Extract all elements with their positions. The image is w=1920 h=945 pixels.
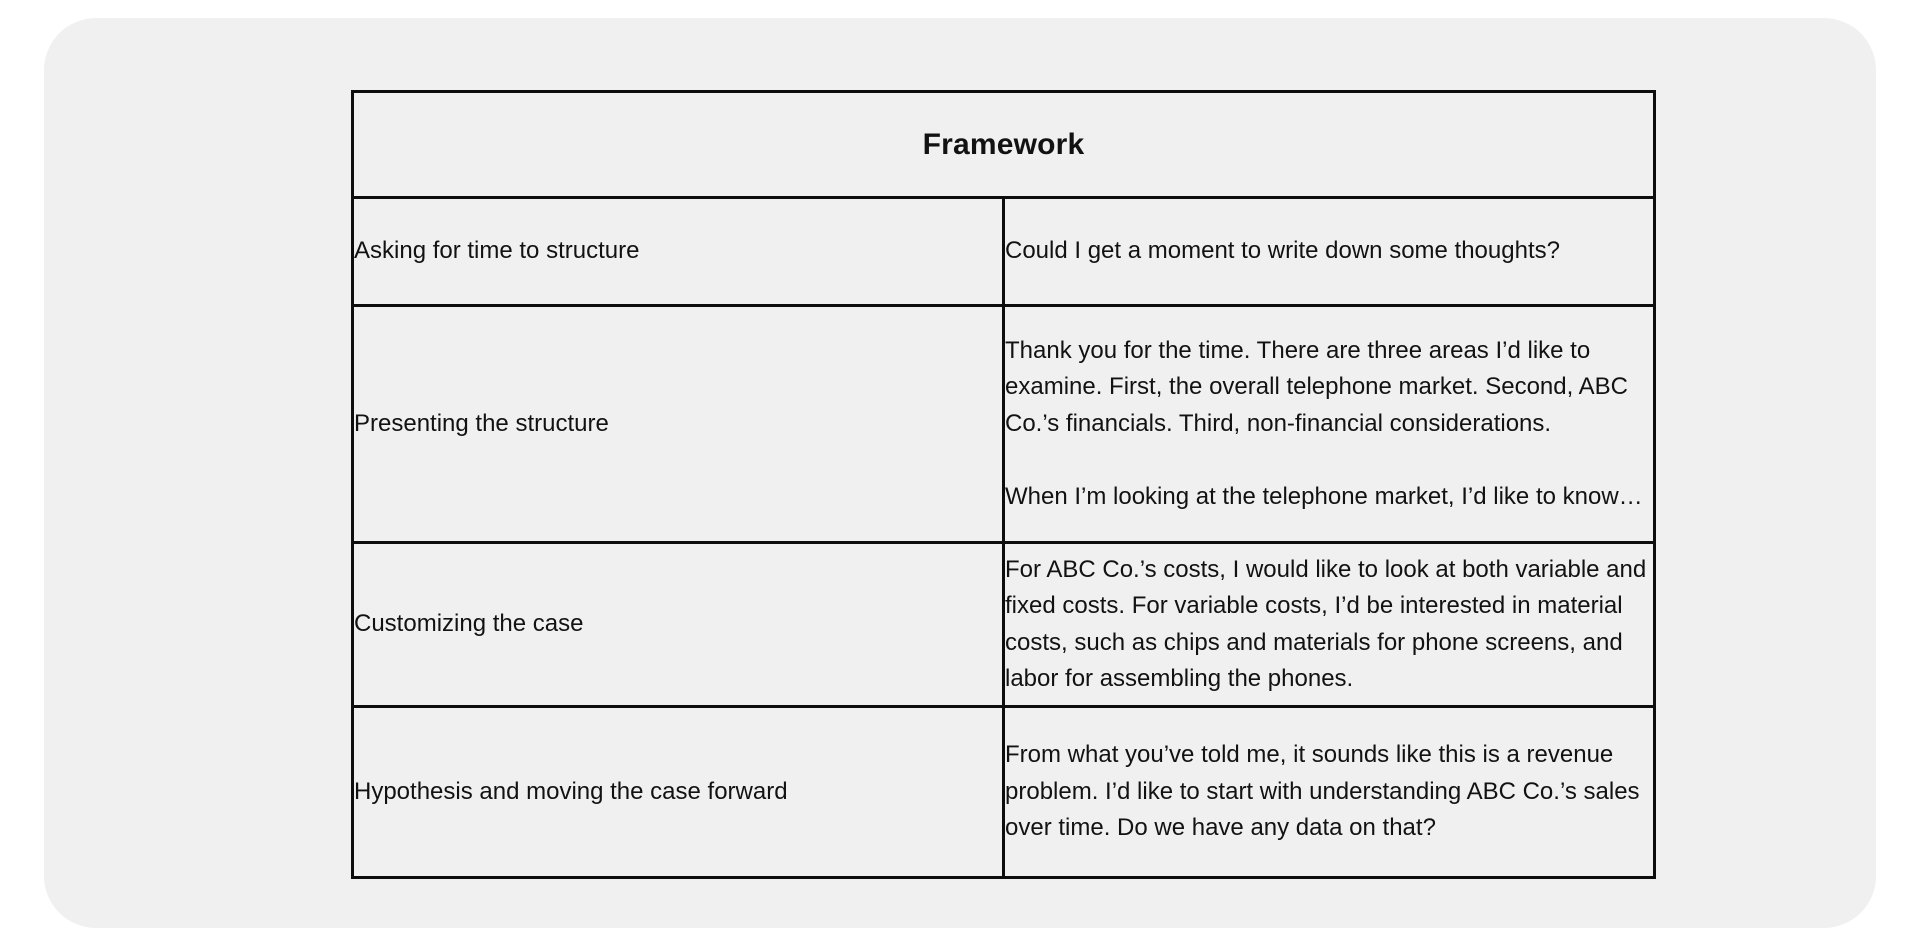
row-detail-paragraph: Thank you for the time. There are three … <box>1005 336 1628 437</box>
row-detail-paragraph: For ABC Co.’s costs, I would like to loo… <box>1005 555 1647 692</box>
row-detail: For ABC Co.’s costs, I would like to loo… <box>1002 541 1656 708</box>
row-detail-paragraph: Could I get a moment to write down some … <box>1005 237 1560 265</box>
row-label: Asking for time to structure <box>351 196 1005 307</box>
table-row: Asking for time to structure Could I get… <box>351 196 1656 307</box>
slide-card: Framework Asking for time to structure C… <box>44 18 1876 928</box>
table-row: Hypothesis and moving the case forward F… <box>351 705 1656 879</box>
row-label: Presenting the structure <box>351 304 1005 544</box>
table-header: Framework <box>351 90 1656 199</box>
table-header-row: Framework <box>351 90 1656 199</box>
table-title: Framework <box>351 90 1656 199</box>
row-detail: Thank you for the time. There are three … <box>1002 304 1656 544</box>
row-detail: From what you’ve told me, it sounds like… <box>1002 705 1656 879</box>
row-label: Hypothesis and moving the case forward <box>351 705 1005 879</box>
row-label: Customizing the case <box>351 541 1005 708</box>
row-detail: Could I get a moment to write down some … <box>1002 196 1656 307</box>
row-detail-paragraph: When I’m looking at the telephone market… <box>1005 482 1643 510</box>
row-detail-paragraph: From what you’ve told me, it sounds like… <box>1005 741 1640 842</box>
table-row: Presenting the structure Thank you for t… <box>351 304 1656 544</box>
table-body: Asking for time to structure Could I get… <box>351 196 1656 879</box>
table-row: Customizing the case For ABC Co.’s costs… <box>351 541 1656 708</box>
framework-table: Framework Asking for time to structure C… <box>351 90 1656 879</box>
